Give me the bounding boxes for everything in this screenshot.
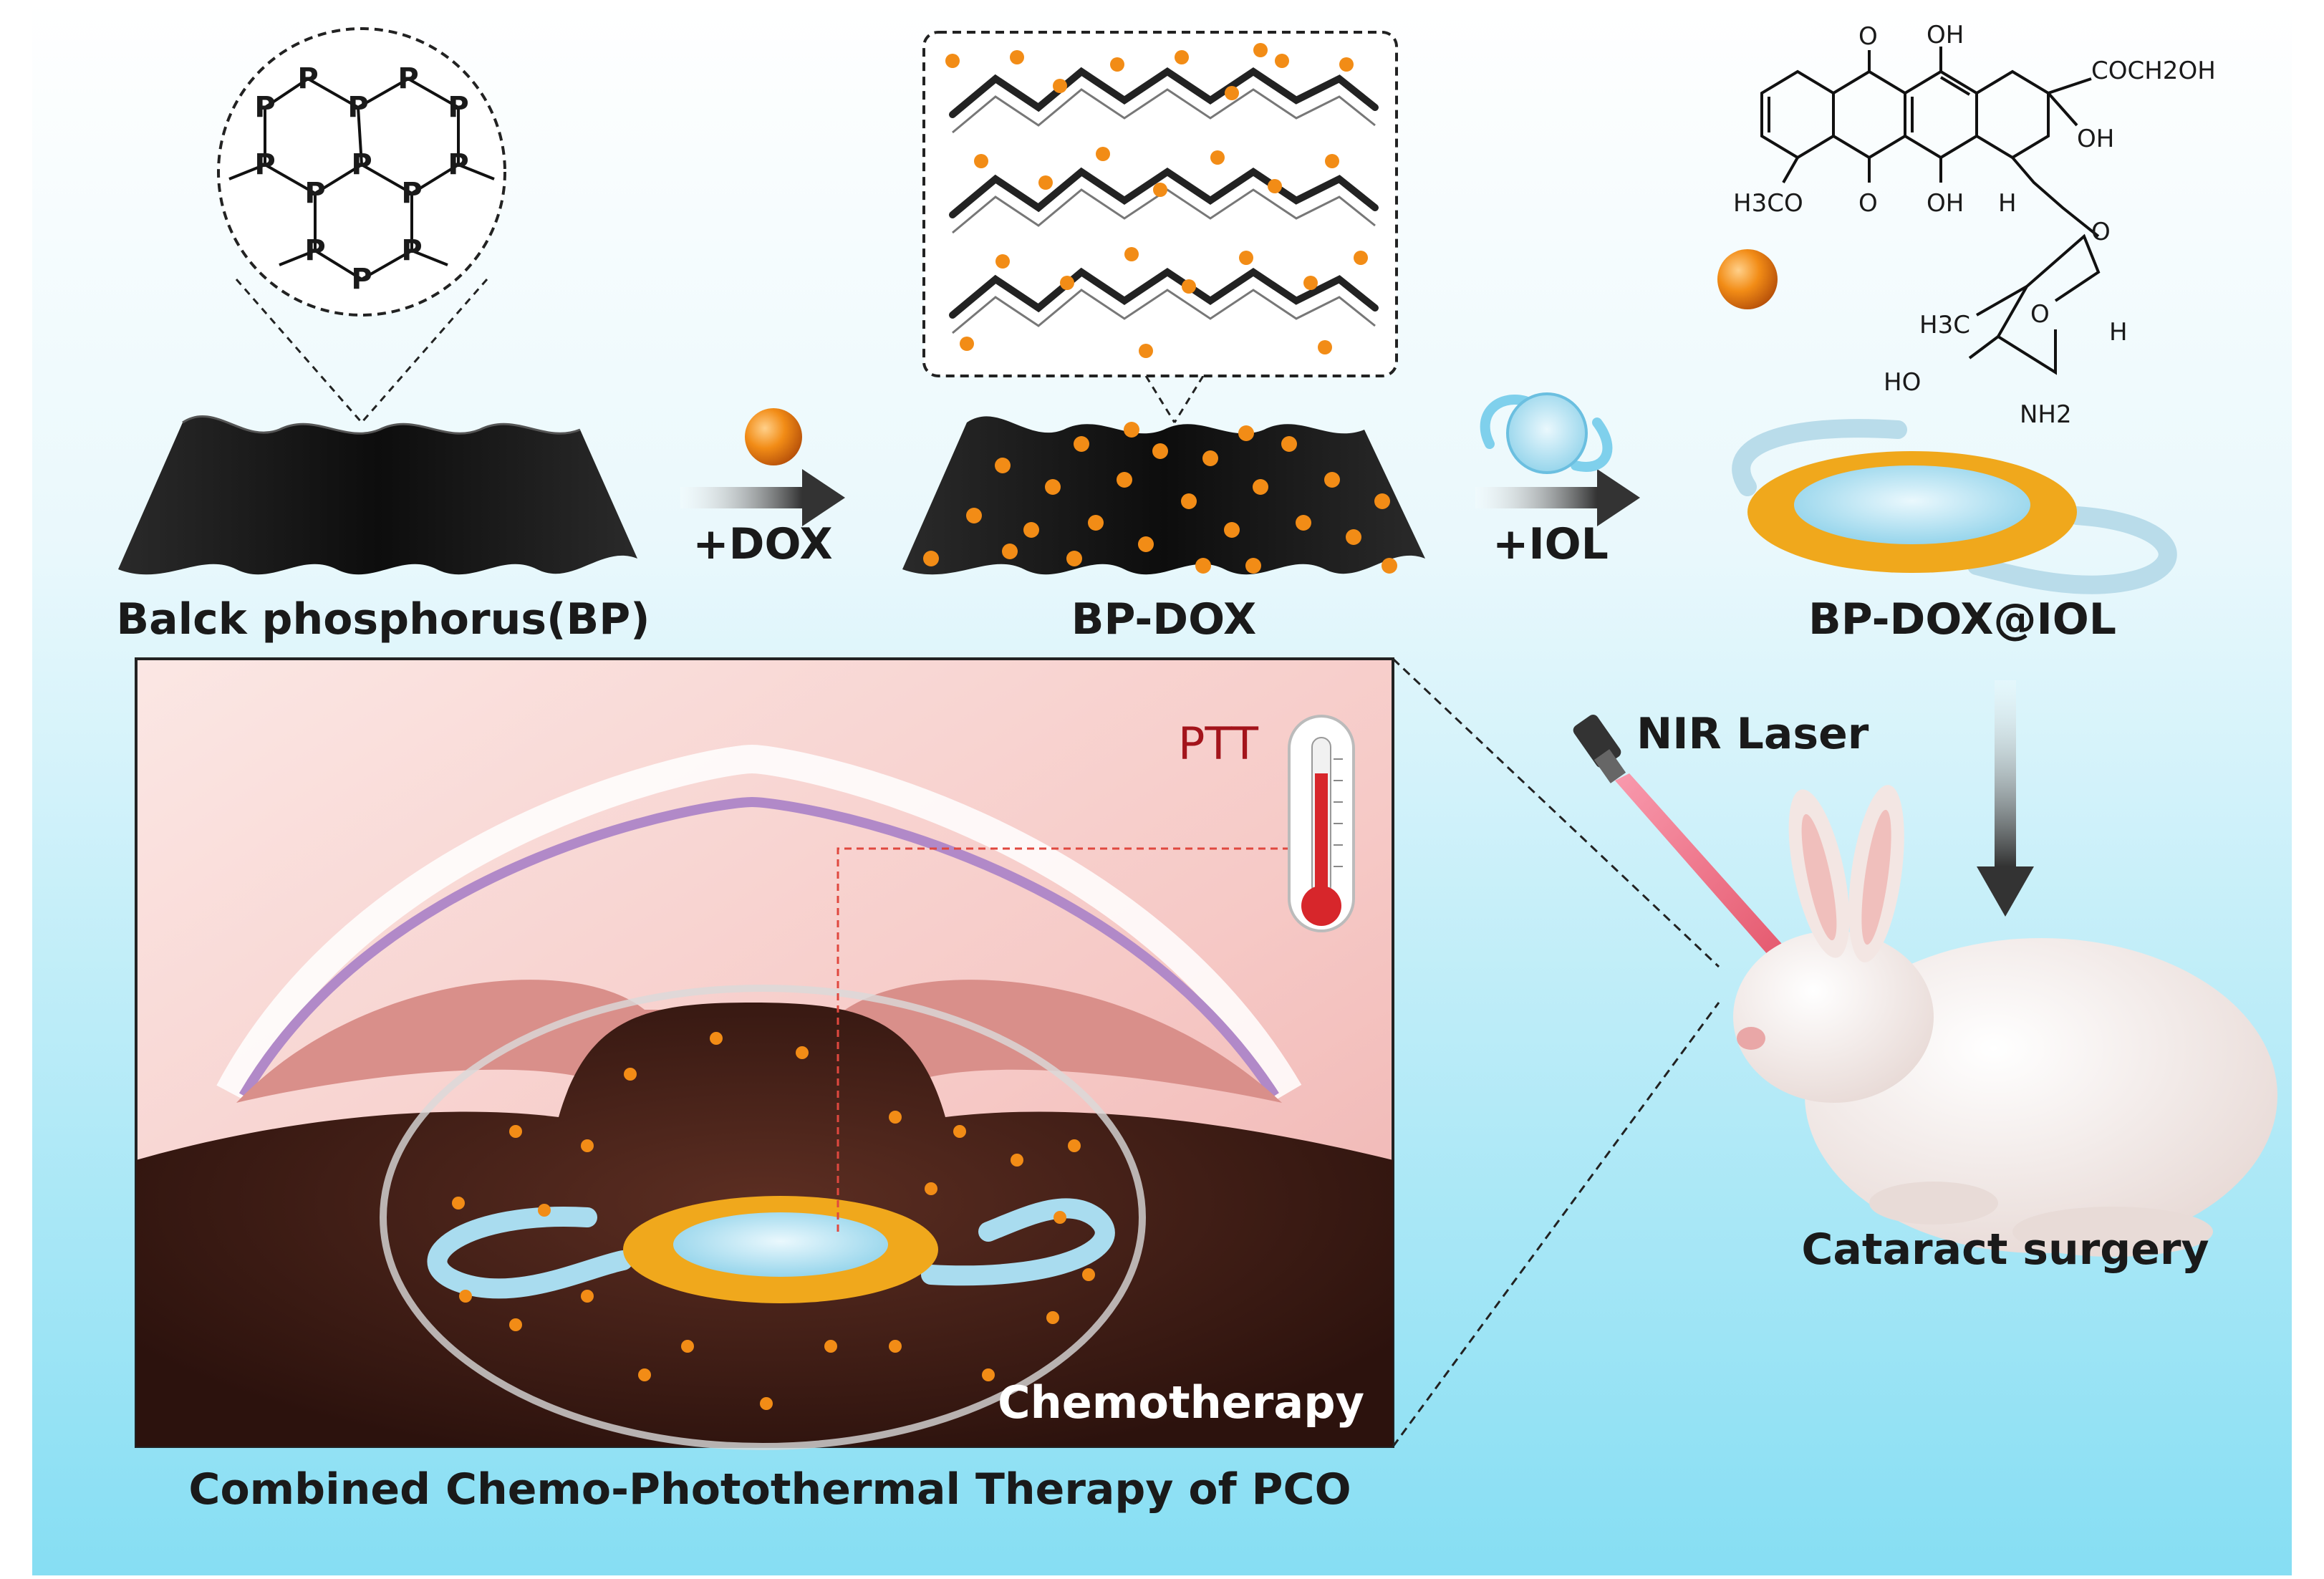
chem-group: OH <box>1927 189 1964 218</box>
bp-zoom-line-left <box>235 279 363 423</box>
eye-dox-particles <box>452 1032 1095 1410</box>
bp-atomic-structure: P P P P P P P P P P P P P P <box>217 27 506 317</box>
chem-group: O <box>2030 300 2050 329</box>
bp-dox-zoom-line-left <box>1144 375 1176 423</box>
ptt-label: PTT <box>1178 718 1259 770</box>
chem-group: H <box>1998 189 2017 218</box>
p-atom: P <box>304 234 325 267</box>
p-atom: P <box>397 62 418 95</box>
dox-chemical-structure: O OH COCH2OH OH H3CO O OH H O H3C O H HO… <box>1733 21 2216 429</box>
dox-molecule-sphere <box>745 408 802 465</box>
bp-dox-zoom-line-right <box>1173 375 1205 423</box>
arrow-add-iol <box>1475 469 1640 526</box>
bp-label: Balck phosphorus(BP) <box>116 594 650 644</box>
figure-caption: Combined Chemo-Photothermal Therapy of P… <box>188 1464 1351 1515</box>
chem-group: O <box>2091 218 2111 246</box>
bp-dox-sheet <box>902 416 1425 575</box>
p-atom: P <box>297 62 318 95</box>
chem-group: COCH2OH <box>2091 57 2216 85</box>
rabbit-illustration <box>1733 785 2277 1257</box>
chem-group: OH <box>1927 21 1964 49</box>
bp-zoom-line-right <box>360 279 488 423</box>
dox-particles <box>923 422 1397 574</box>
p-atom: P <box>351 263 372 296</box>
laser-beam <box>1615 773 1812 985</box>
nir-laser-label: NIR Laser <box>1636 709 1869 759</box>
chem-group: OH <box>2077 125 2114 153</box>
bp-dox-label: BP-DOX <box>1071 594 1257 644</box>
p-atom: P <box>347 91 368 124</box>
p-atom: P <box>448 91 468 124</box>
chem-group: O <box>1858 189 1878 218</box>
p-atom: P <box>254 91 275 124</box>
chemotherapy-label: Chemotherapy <box>998 1376 1364 1429</box>
bp-dox-layer-structure <box>922 31 1398 377</box>
p-atom: P <box>401 177 422 210</box>
p-atom: P <box>448 148 468 181</box>
chem-group: H3CO <box>1733 189 1803 218</box>
p-atom: P <box>401 234 422 267</box>
bp-dox-iol-label: BP-DOX@IOL <box>1808 594 2116 644</box>
chem-group: H <box>2109 318 2128 347</box>
arrow-to-surgery <box>1977 680 2034 917</box>
step-iol-label: +IOL <box>1493 519 1609 569</box>
step-dox-label: +DOX <box>693 519 832 569</box>
iol-lens-icon <box>1480 392 1613 474</box>
dox-legend-sphere <box>1717 249 1778 309</box>
p-atom: P <box>351 148 372 181</box>
panel-zoom-line-top <box>1392 657 1720 968</box>
p-atom: P <box>254 148 275 181</box>
bp-sheet <box>118 415 637 575</box>
nir-laser-device <box>1573 714 1626 783</box>
thermometer-icon <box>1288 715 1355 932</box>
cataract-surgery-label: Cataract surgery <box>1801 1225 2209 1275</box>
panel-zoom-line-bottom <box>1392 1002 1720 1447</box>
p-atom: P <box>304 177 325 210</box>
bp-dox-iol-lens <box>1732 419 2177 594</box>
chem-group: NH2 <box>2020 400 2072 429</box>
arrow-add-dox <box>680 469 845 526</box>
eye-panel <box>135 657 1394 1450</box>
chem-group: HO <box>1884 368 1921 397</box>
chem-group: H3C <box>1919 311 1970 339</box>
chem-group: O <box>1858 22 1878 51</box>
